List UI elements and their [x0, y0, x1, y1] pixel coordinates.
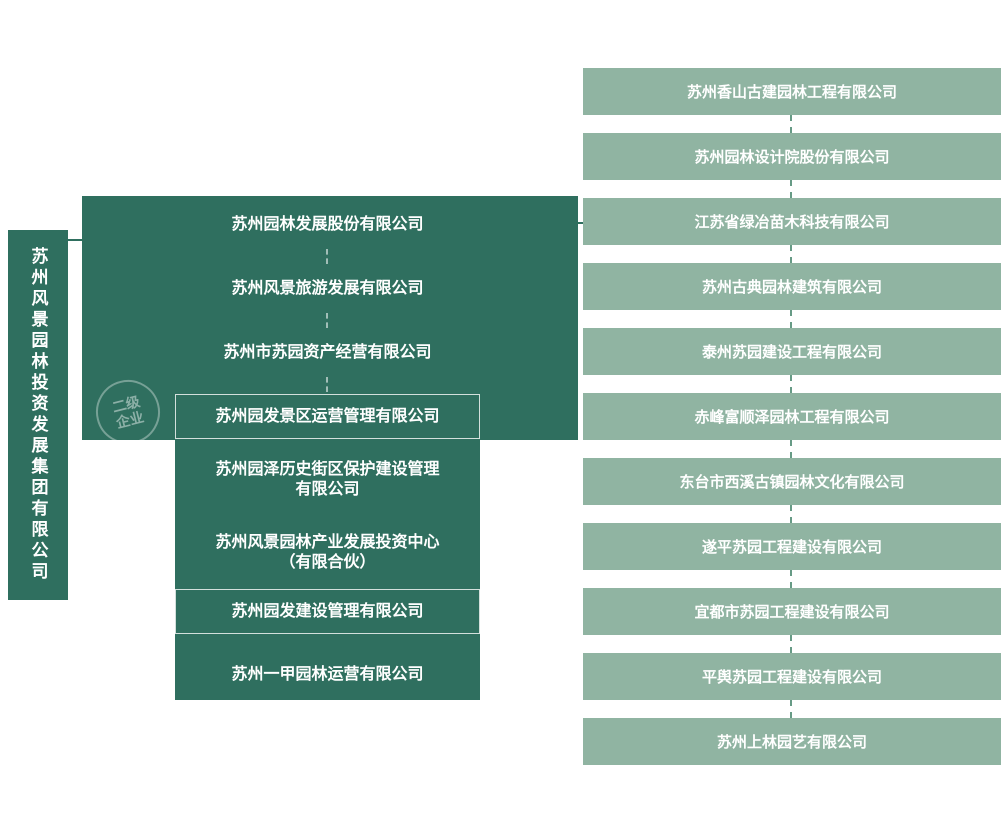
connector-middle-to-right: [578, 222, 583, 224]
right-company-node-2: 苏州园林设计院股份有限公司: [583, 133, 1001, 180]
right-company-node-11: 苏州上林园艺有限公司: [583, 718, 1001, 765]
middle-company-node-3: 苏州市苏园资产经营有限公司: [223, 343, 432, 361]
connector-dashed-right-5: [790, 375, 792, 393]
connector-dashed-right-7: [790, 505, 792, 523]
connector-dashed-right-6: [790, 440, 792, 458]
middle-company-node-7: 苏州园发建设管理有限公司: [175, 589, 480, 634]
middle-company-node-1: 苏州园林发展股份有限公司: [231, 215, 424, 233]
right-company-node-5: 泰州苏园建设工程有限公司: [583, 328, 1001, 375]
right-company-node-10: 平舆苏园工程建设有限公司: [583, 653, 1001, 700]
connector-dashed-right-2: [790, 180, 792, 198]
root-company-node: 苏州风景园林投资发展集团有限公司: [8, 230, 68, 600]
connector-dashed-middle-2: [326, 313, 328, 328]
connector-dashed-middle-3: [326, 377, 328, 392]
right-company-node-7: 东台市西溪古镇园林文化有限公司: [583, 458, 1001, 505]
connector-dashed-right-8: [790, 570, 792, 588]
middle-subsidiaries-panel-lower: [175, 440, 480, 700]
connector-dashed-middle-1: [326, 249, 328, 264]
right-company-node-8: 遂平苏园工程建设有限公司: [583, 523, 1001, 570]
middle-company-node-2: 苏州风景旅游发展有限公司: [231, 279, 424, 297]
middle-company-node-4: 苏州园发景区运营管理有限公司: [175, 394, 480, 439]
connector-root-to-middle: [68, 239, 82, 241]
middle-company-node-6: 苏州风景园林产业发展投资中心 （有限合伙）: [215, 533, 440, 571]
right-company-node-6: 赤峰富顺泽园林工程有限公司: [583, 393, 1001, 440]
middle-company-node-8: 苏州一甲园林运营有限公司: [231, 665, 424, 683]
right-company-node-1: 苏州香山古建园林工程有限公司: [583, 68, 1001, 115]
connector-dashed-right-9: [790, 635, 792, 653]
right-company-node-4: 苏州古典园林建筑有限公司: [583, 263, 1001, 310]
right-company-node-3: 江苏省绿冶苗木科技有限公司: [583, 198, 1001, 245]
root-company-name: 苏州风景园林投资发展集团有限公司: [28, 247, 48, 583]
connector-dashed-right-10: [790, 700, 792, 718]
connector-dashed-right-4: [790, 310, 792, 328]
middle-company-node-5: 苏州园泽历史街区保护建设管理 有限公司: [215, 460, 440, 498]
right-company-node-9: 宜都市苏园工程建设有限公司: [583, 588, 1001, 635]
connector-dashed-right-1: [790, 115, 792, 133]
connector-dashed-right-3: [790, 245, 792, 263]
